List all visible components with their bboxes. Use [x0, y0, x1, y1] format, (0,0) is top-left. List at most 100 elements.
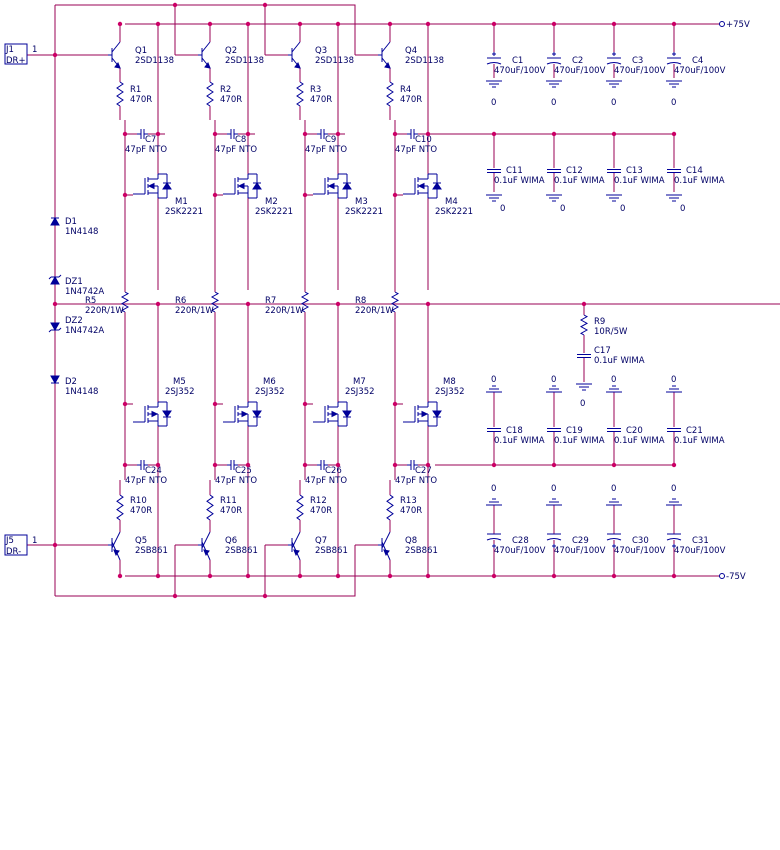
capacitor-value: 0.1uF WIMA — [614, 176, 665, 186]
resistor-ref: R5 — [85, 296, 96, 306]
collector-lead — [381, 41, 391, 53]
junction-dot — [425, 573, 431, 579]
transistor-ref: Q2 — [225, 46, 237, 56]
junction-dot — [262, 593, 268, 599]
capacitor-value: 47pF NTO — [305, 476, 347, 486]
junction-dot — [302, 131, 308, 137]
channel-arrow — [241, 410, 249, 418]
transistor-ref: Q3 — [315, 46, 327, 56]
capacitor-ref: C11 — [506, 166, 523, 176]
ground-label: 0 — [580, 399, 585, 409]
capacitor-curved-plate — [546, 538, 562, 541]
junction-dot — [117, 573, 123, 579]
diode-ref: D1 — [65, 217, 77, 227]
resistor-value: 470R — [400, 95, 422, 105]
junction-dot — [611, 573, 617, 579]
resistor-ref: R12 — [310, 496, 327, 506]
capacitor-ref: C31 — [692, 536, 709, 546]
junction-dot — [425, 131, 431, 137]
resistor-symbol — [296, 81, 304, 107]
capacitor-value: 470uF/100V — [494, 66, 546, 76]
resistor-symbol — [390, 291, 400, 313]
capacitor-value: 0.1uF WIMA — [614, 436, 665, 446]
resistor-value: 220R/1W — [175, 306, 214, 316]
diode-symbol — [50, 322, 60, 332]
capacitor-value: 47pF NTO — [215, 145, 257, 155]
junction-dot — [212, 192, 218, 198]
junction-dot — [392, 131, 398, 137]
junction-dot — [212, 401, 218, 407]
junction-dot — [671, 462, 677, 468]
body-diode — [252, 182, 262, 190]
mosfet-ref: M7 — [353, 377, 366, 387]
connector-pin: 1 — [32, 536, 37, 546]
resistor-ref: R4 — [400, 85, 411, 95]
rail-label-negative: -75V — [726, 572, 746, 582]
resistor-ref: R1 — [130, 85, 141, 95]
ground-label: 0 — [671, 484, 676, 494]
resistor-value: 470R — [310, 506, 332, 516]
body-diode — [162, 182, 172, 190]
transistor-ref: Q1 — [135, 46, 147, 56]
mosfet-ref: M2 — [265, 197, 278, 207]
capacitor-ref: C2 — [572, 56, 583, 66]
body-diode — [252, 410, 262, 418]
ground-label: 0 — [491, 484, 496, 494]
mosfet-ref: M5 — [173, 377, 186, 387]
capacitor-ref: C12 — [566, 166, 583, 176]
junction-dot — [155, 131, 161, 137]
mosfet-ref: M3 — [355, 197, 368, 207]
junction-dot — [52, 542, 58, 548]
junction-dot — [491, 131, 497, 137]
junction-dot — [491, 462, 497, 468]
junction-dot — [52, 52, 58, 58]
channel-arrow — [151, 410, 159, 418]
emitter-lead — [201, 531, 211, 549]
junction-dot — [611, 131, 617, 137]
junction-dot — [551, 462, 557, 468]
emitter-arrow — [114, 61, 121, 69]
transistor-ref: Q5 — [135, 536, 147, 546]
emitter-arrow — [204, 61, 211, 69]
resistor-value: 470R — [220, 506, 242, 516]
emitter-arrow — [383, 549, 390, 557]
junction-dot — [335, 131, 341, 137]
transistor-value: 2SD1138 — [225, 56, 264, 66]
junction-dot — [122, 401, 128, 407]
junction-dot — [387, 573, 393, 579]
emitter-lead — [111, 531, 121, 549]
capacitor-ref: C25 — [235, 466, 252, 476]
junction-dot — [207, 573, 213, 579]
junction-dot — [551, 573, 557, 579]
connector-pin: 1 — [32, 45, 37, 55]
connector-dr-minus — [4, 534, 28, 556]
resistor-symbol — [116, 81, 124, 107]
ground-label: 0 — [500, 204, 505, 214]
resistor-symbol — [386, 494, 394, 521]
junction-dot — [335, 301, 341, 307]
capacitor-value: 470uF/100V — [674, 546, 726, 556]
resistor-ref: R7 — [265, 296, 276, 306]
channel-arrow — [147, 182, 155, 190]
resistor-symbol — [300, 291, 310, 313]
capacitor-ref: C10 — [415, 135, 432, 145]
capacitor-value: 47pF NTO — [395, 476, 437, 486]
capacitor-curved-plate — [486, 62, 502, 65]
component-layer — [4, 21, 725, 579]
junction-dot — [155, 301, 161, 307]
junction-dot — [551, 131, 557, 137]
junction-dot — [245, 301, 251, 307]
zener-wing — [58, 274, 62, 278]
resistor-symbol — [296, 494, 304, 521]
emitter-arrow — [294, 61, 301, 69]
junction-dot — [335, 462, 341, 468]
diode-symbol — [50, 275, 60, 285]
resistor-symbol — [210, 291, 220, 313]
junction-dot — [671, 573, 677, 579]
junction-dot — [212, 462, 218, 468]
capacitor-value: 47pF NTO — [215, 476, 257, 486]
resistor-ref: R6 — [175, 296, 186, 306]
resistor-ref: R8 — [355, 296, 366, 306]
capacitor-value: 470uF/100V — [554, 66, 606, 76]
capacitor-ref: C1 — [512, 56, 523, 66]
